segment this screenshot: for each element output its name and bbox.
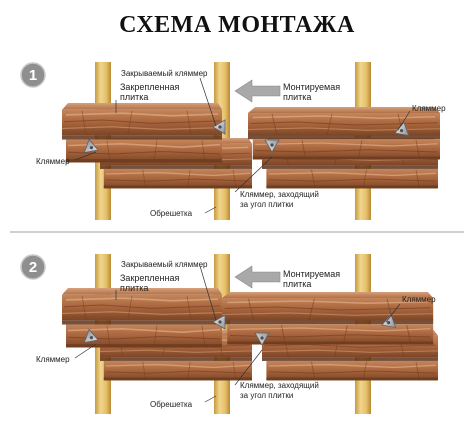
step-1-badge: 1	[20, 62, 46, 88]
label-corner-clip-line2: за угол плитки	[240, 200, 293, 209]
label-clip-right: Кляммер	[412, 104, 446, 113]
step-1-panel: 1 Закрываемый кляммер Закреп	[20, 62, 446, 220]
label-closing-clip-2: Закрываемый кляммер	[121, 260, 208, 269]
step-2-number: 2	[29, 259, 37, 276]
label-fixed-tile-2-line2: плитка	[120, 283, 148, 293]
step-1-leaders	[74, 77, 411, 214]
mounted-tile	[246, 105, 442, 161]
label-clip-left-2: Кляммер	[36, 355, 70, 364]
label-mounted-tile-line2: плитка	[283, 92, 311, 102]
mount-direction-arrow-icon	[234, 79, 281, 103]
mount-direction-arrow-icon-2	[234, 265, 281, 289]
label-batten-2: Обрешетка	[150, 400, 193, 409]
label-batten: Обрешетка	[150, 209, 193, 218]
label-mounted-tile-2-line1: Монтируемая	[283, 269, 340, 279]
diagram-title: СХЕМА МОНТАЖА	[119, 12, 355, 38]
label-corner-clip-2-line2: за угол плитки	[240, 391, 293, 400]
step-2-leaders	[74, 265, 401, 403]
step-1-number: 1	[29, 67, 37, 84]
step-2-panel: 2 Закрываемый кляммер Закреп	[20, 254, 440, 414]
label-mounted-tile-2-line2: плитка	[283, 279, 311, 289]
label-closing-clip: Закрываемый кляммер	[121, 69, 208, 78]
label-fixed-tile-line2: плитка	[120, 92, 148, 102]
label-clip-left: Кляммер	[36, 157, 70, 166]
label-corner-clip-line1: Кляммер, заходящий	[240, 190, 319, 199]
label-mounted-tile-line1: Монтируемая	[283, 82, 340, 92]
label-clip-right-2: Кляммер	[402, 295, 436, 304]
fixed-tile	[61, 102, 223, 164]
label-corner-clip-2-line1: Кляммер, заходящий	[240, 381, 319, 390]
label-fixed-tile-line1: Закрепленная	[120, 82, 179, 92]
label-fixed-tile-2-line1: Закрепленная	[120, 273, 179, 283]
step-2-badge: 2	[20, 254, 46, 280]
